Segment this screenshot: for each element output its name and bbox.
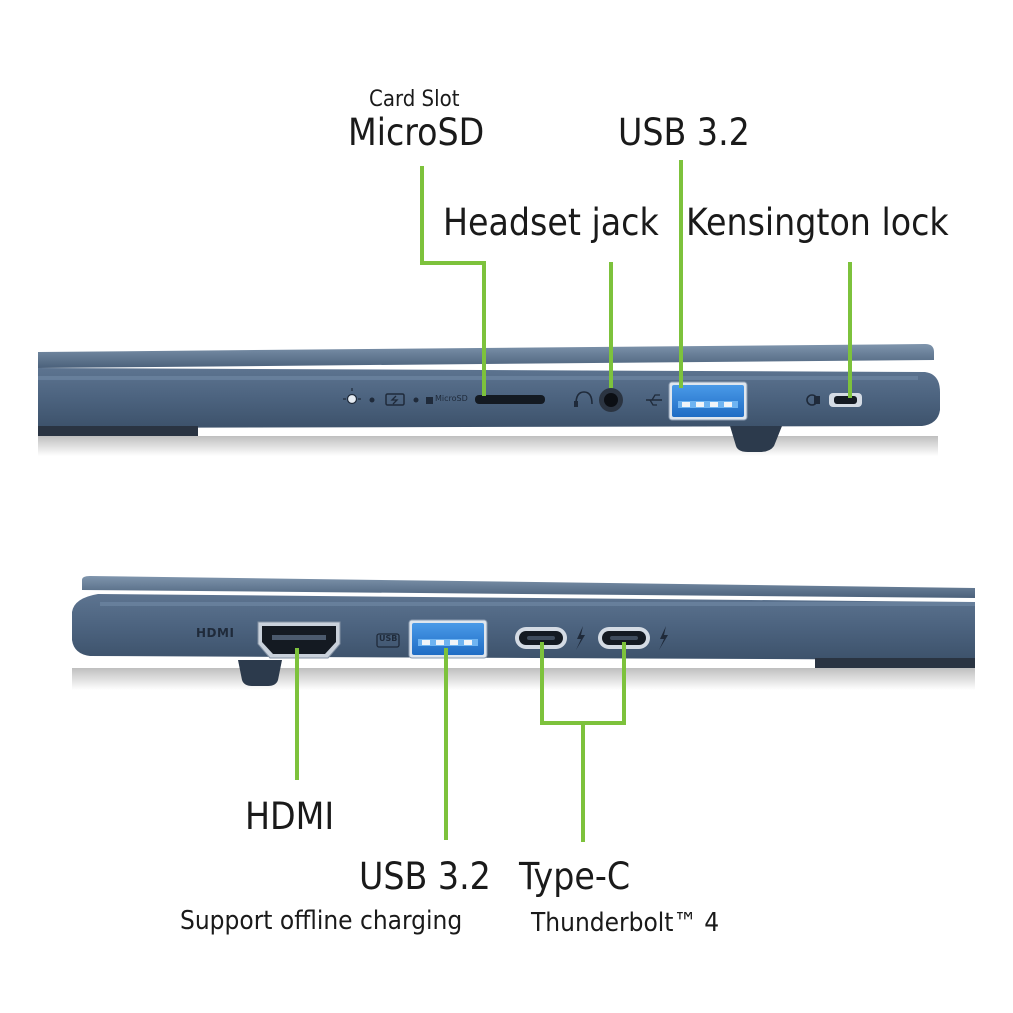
usb-a-port-bottom: [408, 619, 488, 659]
type-c-port-2: [598, 627, 650, 649]
usb-symbol-icon: [646, 394, 662, 406]
usb-a-port-top: [668, 381, 748, 421]
headset-icon: [574, 391, 593, 407]
type-c-port-1: [515, 627, 567, 649]
hdmi-mark: HDMI: [196, 626, 235, 640]
usb-mark: USB: [379, 634, 398, 643]
battery-icon: [385, 393, 405, 406]
callout-lines: [295, 160, 852, 842]
card-slot-caption: Card Slot: [369, 87, 460, 112]
top-laptop-base: [38, 368, 940, 456]
hdmi-label: HDMI: [245, 795, 335, 838]
typec-label: Type-C: [519, 855, 631, 898]
led-dot: [369, 397, 375, 403]
usb-top-label: USB 3.2: [618, 111, 750, 154]
lock-small-icon: [426, 397, 433, 404]
microsd-label: MicroSD: [348, 111, 485, 154]
bottom-laptop-lid: [82, 576, 975, 598]
kensington-icon: [806, 394, 820, 406]
usb-badge-icon: [376, 633, 400, 648]
usb-bottom-label: USB 3.2: [359, 855, 491, 898]
thunderbolt-icon: [659, 626, 668, 650]
hdmi-port: [257, 621, 341, 659]
microsd-mark: MicroSD: [435, 394, 468, 403]
thunderbolt-icon: [576, 626, 585, 650]
led-dot: [413, 397, 419, 403]
kensington-label: Kensington lock: [686, 201, 949, 244]
typec-note: Thunderbolt™ 4: [531, 908, 720, 938]
headset-label: Headset jack: [443, 201, 659, 244]
light-icon: [343, 388, 361, 405]
microsd-slot: [475, 395, 545, 404]
usb-bottom-note: Support offline charging: [180, 906, 463, 936]
